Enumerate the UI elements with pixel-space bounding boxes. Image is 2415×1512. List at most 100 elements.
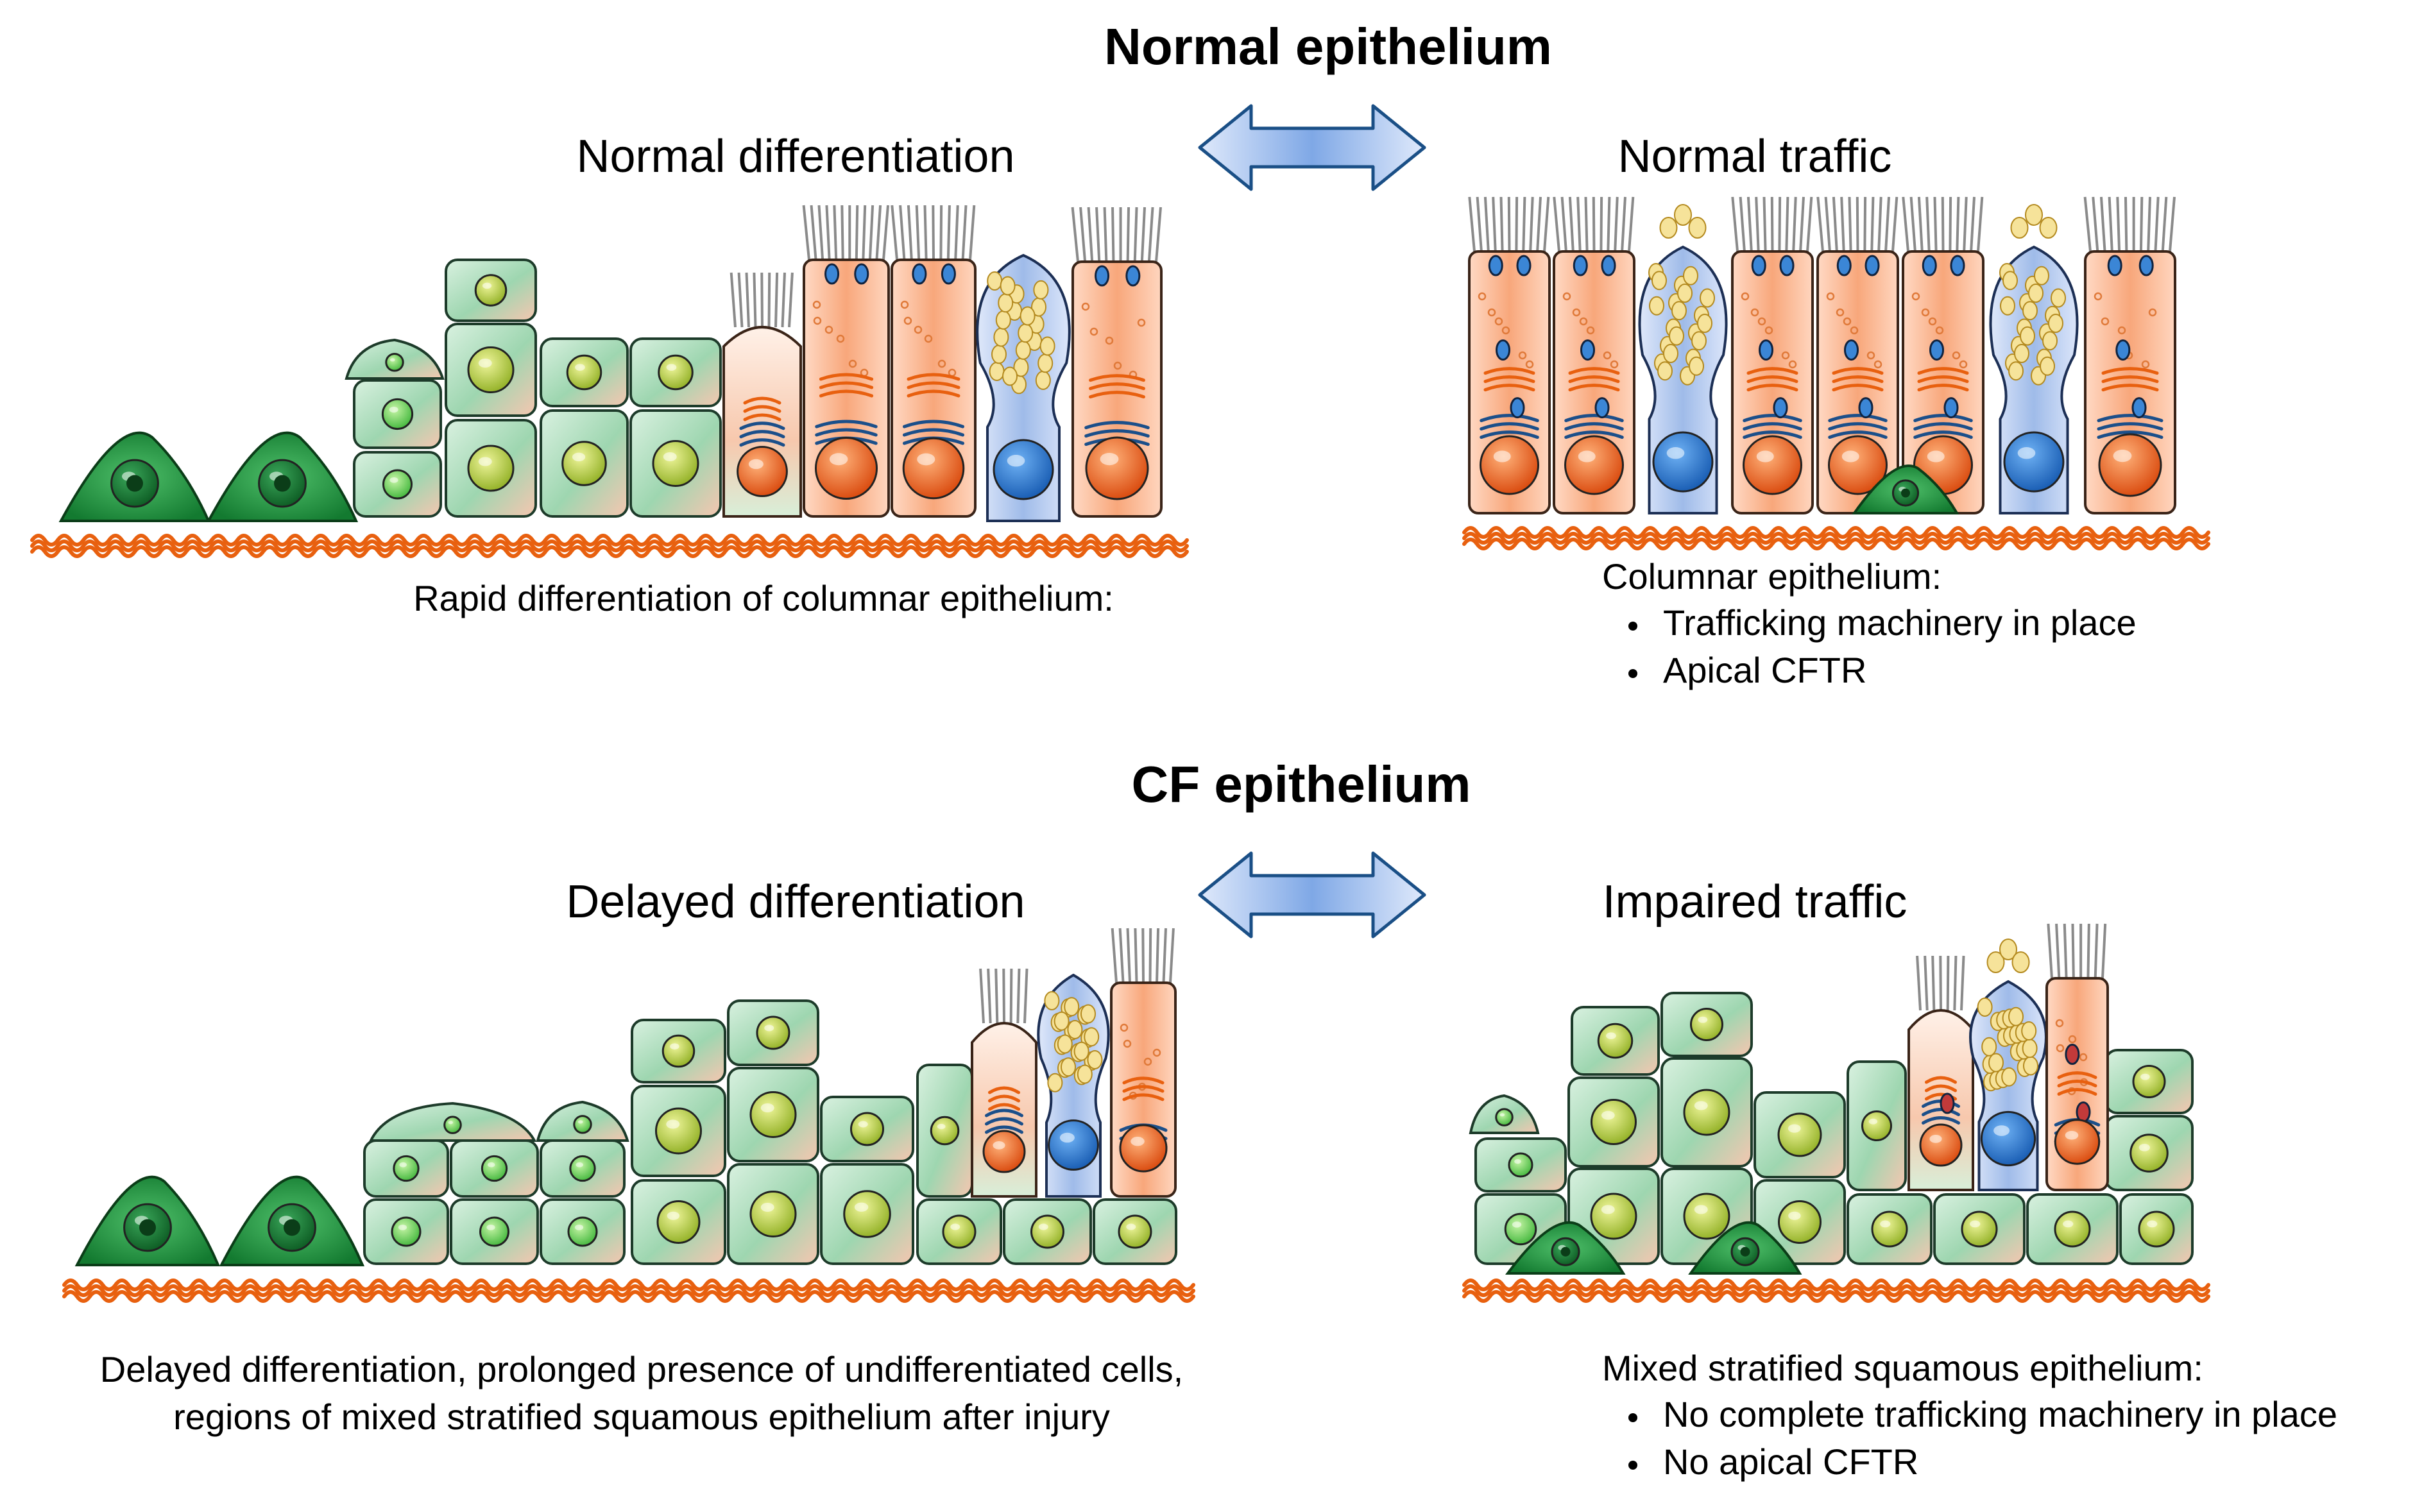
cilium — [825, 205, 831, 260]
mucin-granule — [2000, 296, 2015, 316]
nucleus-body — [1777, 1112, 1822, 1157]
vesicle — [1826, 292, 1835, 301]
mucin-granules — [1977, 998, 2038, 1092]
endoplasmic-reticulum — [1480, 414, 1539, 439]
cilium — [1848, 196, 1852, 252]
ciliated-cell — [2083, 196, 2176, 514]
misfolded-cftr — [2065, 1044, 2080, 1065]
undifferentiated-cell — [540, 1198, 626, 1265]
mucin-granule — [1988, 1053, 2004, 1073]
cilium — [833, 205, 838, 260]
nucleus — [2129, 1134, 2169, 1173]
cilium — [1946, 955, 1950, 1011]
cilia — [1916, 955, 1965, 1011]
mucin-granule — [2022, 1039, 2038, 1058]
membrane-fiber — [1462, 1290, 2210, 1303]
cftr-channel — [1779, 255, 1795, 276]
mucin-granule — [987, 271, 1003, 291]
membrane-fiber — [62, 1290, 1195, 1303]
cilium — [2169, 196, 2176, 252]
vesicle — [1152, 1048, 1161, 1057]
mucin-granule — [1000, 276, 1016, 296]
nucleus-highlight — [389, 358, 395, 362]
nucleus — [467, 445, 515, 492]
nucleus — [1861, 1110, 1892, 1141]
normal-left-caption: Rapid differentiation of columnar epithe… — [413, 578, 1114, 618]
nucleus-body — [2138, 1210, 2175, 1248]
cilium — [1785, 196, 1789, 252]
mucin-granules — [987, 271, 1055, 395]
cftr-channel — [854, 263, 869, 285]
cilia — [1731, 196, 1813, 252]
mucin-granule — [1054, 1011, 1070, 1031]
cilium — [1832, 196, 1838, 252]
vesicle — [1750, 308, 1759, 317]
nucleus-body — [481, 1155, 508, 1182]
golgi-stack — [2101, 375, 2159, 384]
cilia — [2083, 196, 2176, 252]
er-cistern — [1913, 414, 1973, 423]
mucin-granule — [1669, 326, 1684, 346]
cilium — [1628, 196, 1635, 252]
membrane-fiber — [1462, 1278, 2210, 1291]
cftr-channel — [1844, 339, 1859, 361]
undifferentiated-cell — [1003, 1198, 1092, 1265]
nucleus — [567, 1216, 598, 1247]
vesicle — [914, 325, 923, 334]
cilium — [1499, 196, 1504, 252]
nucleus-body — [1119, 1124, 1168, 1173]
cilium — [1902, 196, 1909, 252]
cilium — [882, 205, 889, 260]
cilium — [1522, 196, 1526, 252]
cilium — [1762, 196, 1767, 252]
vesicle — [900, 300, 909, 309]
vesicle — [1935, 326, 1944, 335]
nucleus-body — [1030, 1214, 1064, 1249]
nucleus-body — [1504, 1212, 1537, 1246]
cilium — [817, 205, 824, 260]
undifferentiated-cell — [2119, 1193, 2194, 1265]
vesicles — [1911, 292, 1968, 369]
mucin-granule — [1700, 288, 1715, 308]
nucleus-highlight — [1929, 1135, 1942, 1143]
nucleus-highlight — [1666, 447, 1685, 459]
vesicles — [900, 300, 957, 377]
golgi-stack — [1917, 384, 1969, 392]
nucleus-body — [1480, 435, 1539, 495]
nucleus-highlight — [670, 1043, 679, 1050]
nucleus-body — [1778, 1200, 1822, 1244]
cilia — [730, 272, 794, 328]
cilium — [1799, 196, 1805, 252]
basement-membrane — [30, 534, 1189, 558]
bullet-item: Trafficking machinery in place — [1663, 602, 2137, 643]
cilium — [1840, 196, 1845, 252]
nucleus — [2138, 1210, 2175, 1248]
nucleus-highlight — [576, 1162, 583, 1168]
mucin-granule — [2014, 344, 2029, 363]
golgi-stack — [743, 405, 781, 413]
nucleus-body — [474, 274, 508, 307]
nucleus-body — [1861, 1110, 1892, 1141]
mucin-granules — [1044, 991, 1103, 1092]
mucin-granule — [2042, 331, 2058, 351]
nucleus-body — [1690, 1008, 1723, 1041]
cilium — [1916, 955, 1922, 1011]
nucleus-highlight — [748, 459, 764, 470]
cilium — [1529, 196, 1534, 252]
secreted-mucin — [2010, 217, 2029, 239]
cilium — [730, 272, 737, 328]
nucleus-highlight — [666, 364, 677, 371]
vesicle — [1757, 317, 1766, 326]
undifferentiated-cell — [353, 451, 442, 518]
secreted-mucin — [2025, 204, 2043, 226]
cilium — [1148, 928, 1152, 983]
mucin-granule — [2051, 288, 2066, 308]
cilium — [1778, 196, 1782, 252]
nucleus — [1564, 435, 1624, 495]
cilium — [2139, 196, 2144, 252]
mucin-granule — [1035, 370, 1051, 390]
vesicle — [1501, 326, 1510, 335]
ciliated-cell — [891, 205, 977, 518]
cilium — [923, 205, 928, 260]
cilium — [810, 205, 817, 260]
